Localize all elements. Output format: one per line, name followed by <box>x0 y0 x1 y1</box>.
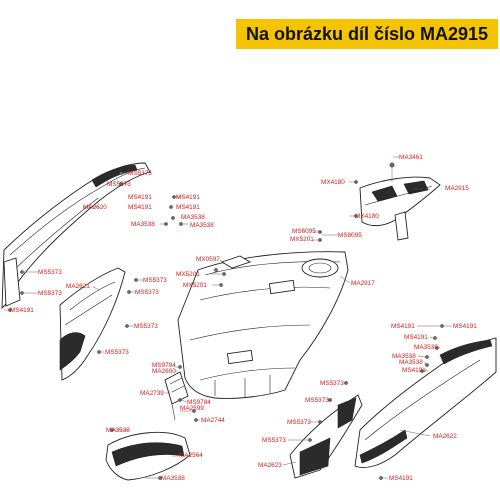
label-ms5373-c: MS5373 <box>38 269 62 276</box>
screws-group <box>8 171 444 480</box>
label-ma3538-a: MA3538 <box>181 214 205 221</box>
front-lower-cover-part <box>59 267 126 381</box>
label-ms4191-h: MS4191 <box>453 323 477 330</box>
label-ms9784-a: MS9784 <box>152 362 176 369</box>
label-ms4191-f: MS4191 <box>389 475 413 482</box>
part-labels: MS5373 MS5373 MS4191 MA2620 MS4191 MS419… <box>10 154 477 482</box>
label-ms5373-h: MS5373 <box>105 349 129 356</box>
label-ma3538-b: MA3538 <box>131 221 155 228</box>
label-ms5373-l: MS5373 <box>262 437 286 444</box>
label-mx4180-a: MX4180 <box>321 179 345 186</box>
label-ms5373-g: MS5373 <box>134 323 158 330</box>
label-mx4180-b: MX4180 <box>355 213 379 220</box>
label-mx5201-a: MX5201 <box>176 271 200 278</box>
label-ma3538-f: MA3538 <box>414 344 438 351</box>
label-ms4191-i: MS4191 <box>404 334 428 341</box>
label-ma3538-e: MA3538 <box>161 475 185 482</box>
label-ma2620: MA2620 <box>83 204 107 211</box>
rear-lower-cover-part <box>289 394 363 479</box>
label-ms5373-k: MS5373 <box>287 419 311 426</box>
label-ma3538-h: MA3538 <box>399 359 423 366</box>
label-ms4191-g: MS4191 <box>391 323 415 330</box>
rear-carrier-part <box>359 162 441 241</box>
label-ma2744: MA2744 <box>201 417 225 424</box>
label-ms4191-d: MS4191 <box>176 204 200 211</box>
label-ma2621: MA2621 <box>66 283 90 290</box>
label-ma2623: MA2623 <box>258 462 282 469</box>
label-ma2915: MA2915 <box>445 185 469 192</box>
label-mx5201-c: MX5201 <box>290 236 314 243</box>
lid-clip-part <box>220 255 252 269</box>
banner-text: Na obrázku díl číslo MA2915 <box>245 23 489 44</box>
label-ms5373-b: MS5373 <box>107 181 131 188</box>
label-ms5373-j: MS5373 <box>305 397 329 404</box>
label-ms5373-i: MS5373 <box>320 380 344 387</box>
part-number-banner: Na obrázku díl číslo MA2915 <box>236 19 498 49</box>
label-ms5373-e: MS5373 <box>143 277 167 284</box>
label-ms5373-a: MS5373 <box>128 170 152 177</box>
label-ms4191-a: MS4191 <box>128 194 152 201</box>
right-side-cover-part <box>354 337 497 468</box>
label-ms4191-c: MS4191 <box>176 194 200 201</box>
leader-lines <box>4 156 452 479</box>
label-ms5373-f: MS5373 <box>135 289 159 296</box>
label-ma3461: MA3461 <box>399 154 423 161</box>
label-ma3538-c: MA3538 <box>190 222 214 229</box>
label-mx5201-b: MX5201 <box>183 282 207 289</box>
bracket-part <box>164 371 189 421</box>
label-ma2917: MA2917 <box>351 280 375 287</box>
label-ms4191-b: MS4191 <box>128 204 152 211</box>
label-ms8095: MS8095 <box>338 232 362 239</box>
label-ms5373-d: MS5373 <box>38 290 62 297</box>
label-ma2564: MA2564 <box>179 452 203 459</box>
label-ma3538-g: MA3538 <box>392 353 416 360</box>
label-ma2600: MA2600 <box>152 368 176 375</box>
front-shield-part <box>1 162 151 309</box>
label-ma2599: MA2599 <box>180 405 204 412</box>
helmet-box-part <box>177 251 349 399</box>
label-ms6095: MS6095 <box>292 228 316 235</box>
label-ms4191-e: MS4191 <box>10 307 34 314</box>
label-ma3538-d: MA3538 <box>106 427 130 434</box>
label-mx0597: MX0597 <box>196 256 220 263</box>
label-ms9784-b: MS9784 <box>187 399 211 406</box>
label-ma2622: MA2622 <box>433 433 457 440</box>
floor-tray-part <box>105 431 191 481</box>
label-ma2739: MA2739 <box>140 390 164 397</box>
label-ms4191-j: MS4191 <box>402 367 426 374</box>
